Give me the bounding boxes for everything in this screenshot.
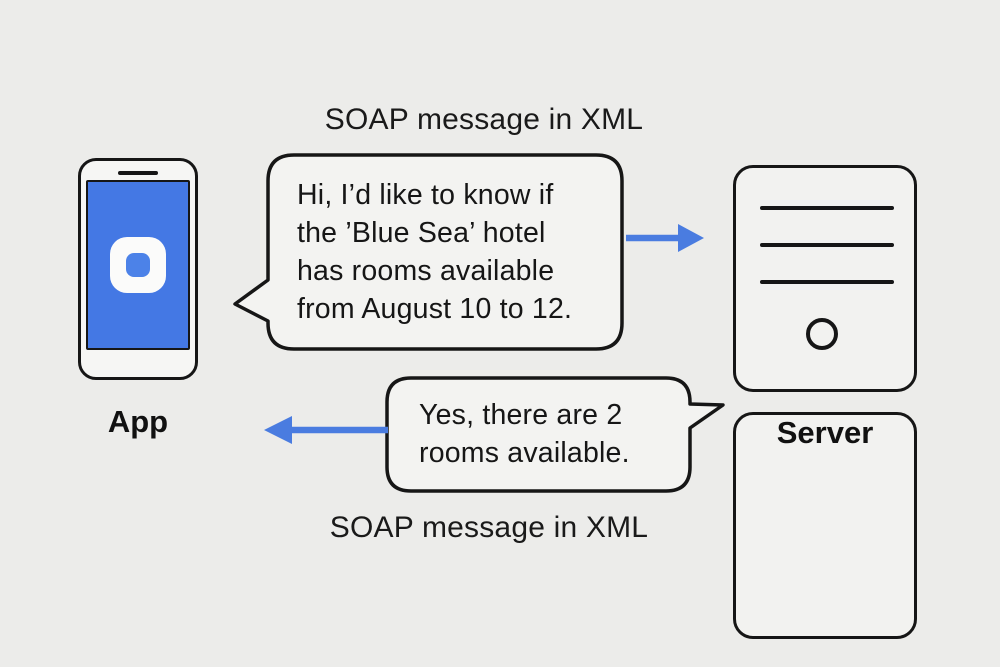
app-label: App xyxy=(107,404,169,439)
server-tower-icon xyxy=(733,165,917,392)
server-slot-line xyxy=(760,280,894,284)
top-caption: SOAP message in XML xyxy=(324,103,644,136)
server-slot-line xyxy=(760,206,894,210)
request-bubble-shape xyxy=(233,153,624,351)
server-label: Server xyxy=(733,412,917,639)
phone-screen xyxy=(86,180,190,350)
app-logo-inner-square xyxy=(126,253,150,277)
request-message-text: Hi, I’d like to know if the ’Blue Sea’ h… xyxy=(297,179,573,325)
phone-speaker xyxy=(118,171,158,175)
response-message-text: Yes, there are 2 rooms available. xyxy=(419,399,630,469)
app-logo-squircle-icon xyxy=(110,237,166,293)
response-bubble-shape xyxy=(385,376,725,493)
server-slot-line xyxy=(760,243,894,247)
smartphone-icon xyxy=(78,158,198,380)
server-power-circle xyxy=(806,318,838,350)
bottom-caption: SOAP message in XML xyxy=(329,511,649,544)
response-arrow-left-icon xyxy=(264,416,388,444)
request-arrow-right-icon xyxy=(626,224,704,252)
